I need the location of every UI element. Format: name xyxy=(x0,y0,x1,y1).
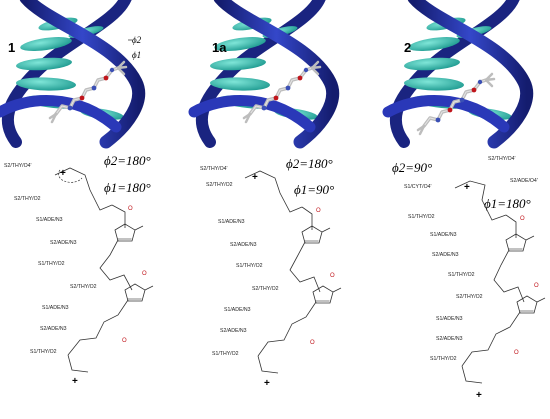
panel-1a: 1a ϕ2=180° ϕ1=90° + + O O O S2/THY/O4' S… xyxy=(194,0,342,389)
phi2-angle-label: ϕ2=180° xyxy=(286,156,333,171)
oxygen-atom: O xyxy=(514,350,519,356)
hbond-labels: S2/THY/O4' S1/CYT/O4' S2/ADE/O4' S1/THY/… xyxy=(404,156,538,362)
chemical-structure xyxy=(454,180,546,384)
phi2-marker: ϕ2 xyxy=(132,35,142,45)
hbond-label: S1/ADE/N3 xyxy=(224,307,251,313)
hbond-label: S1/THY/O2 xyxy=(38,261,65,267)
dna-helix-3d-render xyxy=(194,0,333,142)
panel-1: 1 ϕ2 ϕ1 ϕ2=180° ϕ1=180° + + O O O S2/THY… xyxy=(0,0,154,387)
hbond-label: S1/ADE/N3 xyxy=(218,219,245,225)
hbond-label: S2/ADE/N3 xyxy=(220,328,247,334)
hbond-label: S1/THY/O2 xyxy=(408,214,435,220)
hbond-label: S2/ADE/N3 xyxy=(230,242,257,248)
phi2-angle-label: ϕ2=90° xyxy=(392,160,432,175)
dna-helix-3d-render xyxy=(388,0,527,142)
hbond-label: S1/THY/O2 xyxy=(236,263,263,269)
oxygen-atom: O xyxy=(128,206,133,212)
panel-title: 2 xyxy=(404,40,411,55)
hbond-label: S2/THY/O2 xyxy=(252,286,279,292)
hbond-label: S1/CYT/O4' xyxy=(404,184,432,190)
hbond-label: S1/ADE/N3 xyxy=(436,316,463,322)
hbond-label: S1/THY/O2 xyxy=(212,351,239,357)
oxygen-atom: O xyxy=(534,283,539,289)
hbond-label: S1/ADE/N3 xyxy=(36,217,63,223)
charge-plus: + xyxy=(252,172,258,183)
hbond-label: S1/THY/O2 xyxy=(430,356,457,362)
charge-plus: + xyxy=(60,168,66,179)
panel-2: 2 ϕ2=90° ϕ1=180° + + O O O S2/THY/O4' S1… xyxy=(388,0,546,401)
phi1-angle-label: ϕ1=90° xyxy=(294,182,334,197)
phi1-angle-label: ϕ1=180° xyxy=(484,196,531,211)
charge-plus: + xyxy=(264,378,270,389)
hbond-label: S2/THY/O2 xyxy=(456,294,483,300)
hbond-label: S1/ADE/N3 xyxy=(430,232,457,238)
hbond-label: S2/ADE/N3 xyxy=(50,240,77,246)
oxygen-atom: O xyxy=(316,208,321,214)
phi1-marker: ϕ1 xyxy=(132,50,141,60)
hbond-label: S2/ADE/O4' xyxy=(510,178,538,184)
hbond-labels: S2/THY/O4' S2/THY/O2 S1/ADE/N3 S2/ADE/N3… xyxy=(200,166,279,357)
phi2-angle-label: ϕ2=180° xyxy=(104,153,151,168)
hbond-label: S1/ADE/N3 xyxy=(42,305,69,311)
charge-plus: + xyxy=(476,390,482,401)
hbond-label: S2/THY/O4' xyxy=(488,156,516,162)
dna-helix-3d-render xyxy=(0,0,139,142)
hbond-label: S2/THY/O2 xyxy=(206,182,233,188)
oxygen-atom: O xyxy=(520,216,525,222)
hbond-label: S1/THY/O2 xyxy=(30,349,57,355)
phi1-angle-label: ϕ1=180° xyxy=(104,180,151,195)
oxygen-atom: O xyxy=(122,338,127,344)
hbond-label: S2/THY/O2 xyxy=(70,284,97,290)
oxygen-atom: O xyxy=(330,273,335,279)
hbond-label: S2/THY/O2 xyxy=(14,196,41,202)
charge-plus: + xyxy=(72,376,78,387)
chemical-structure xyxy=(244,170,342,374)
oxygen-atom: O xyxy=(310,340,315,346)
panel-title: 1a xyxy=(212,40,227,55)
chemical-structure xyxy=(54,167,154,373)
hbond-label: S2/THY/O4' xyxy=(200,166,228,172)
charge-plus: + xyxy=(464,182,470,193)
hbond-labels: S2/THY/O4' S2/THY/O2 S1/ADE/N3 S2/ADE/N3… xyxy=(4,163,97,355)
panel-title: 1 xyxy=(8,40,15,55)
hbond-label: S2/ADE/N3 xyxy=(432,252,459,258)
hbond-label: S2/THY/O4' xyxy=(4,163,32,169)
hbond-label: S2/ADE/N3 xyxy=(436,336,463,342)
hbond-label: S1/THY/O2 xyxy=(448,272,475,278)
hbond-label: S2/ADE/N3 xyxy=(40,326,67,332)
oxygen-atom: O xyxy=(142,271,147,277)
